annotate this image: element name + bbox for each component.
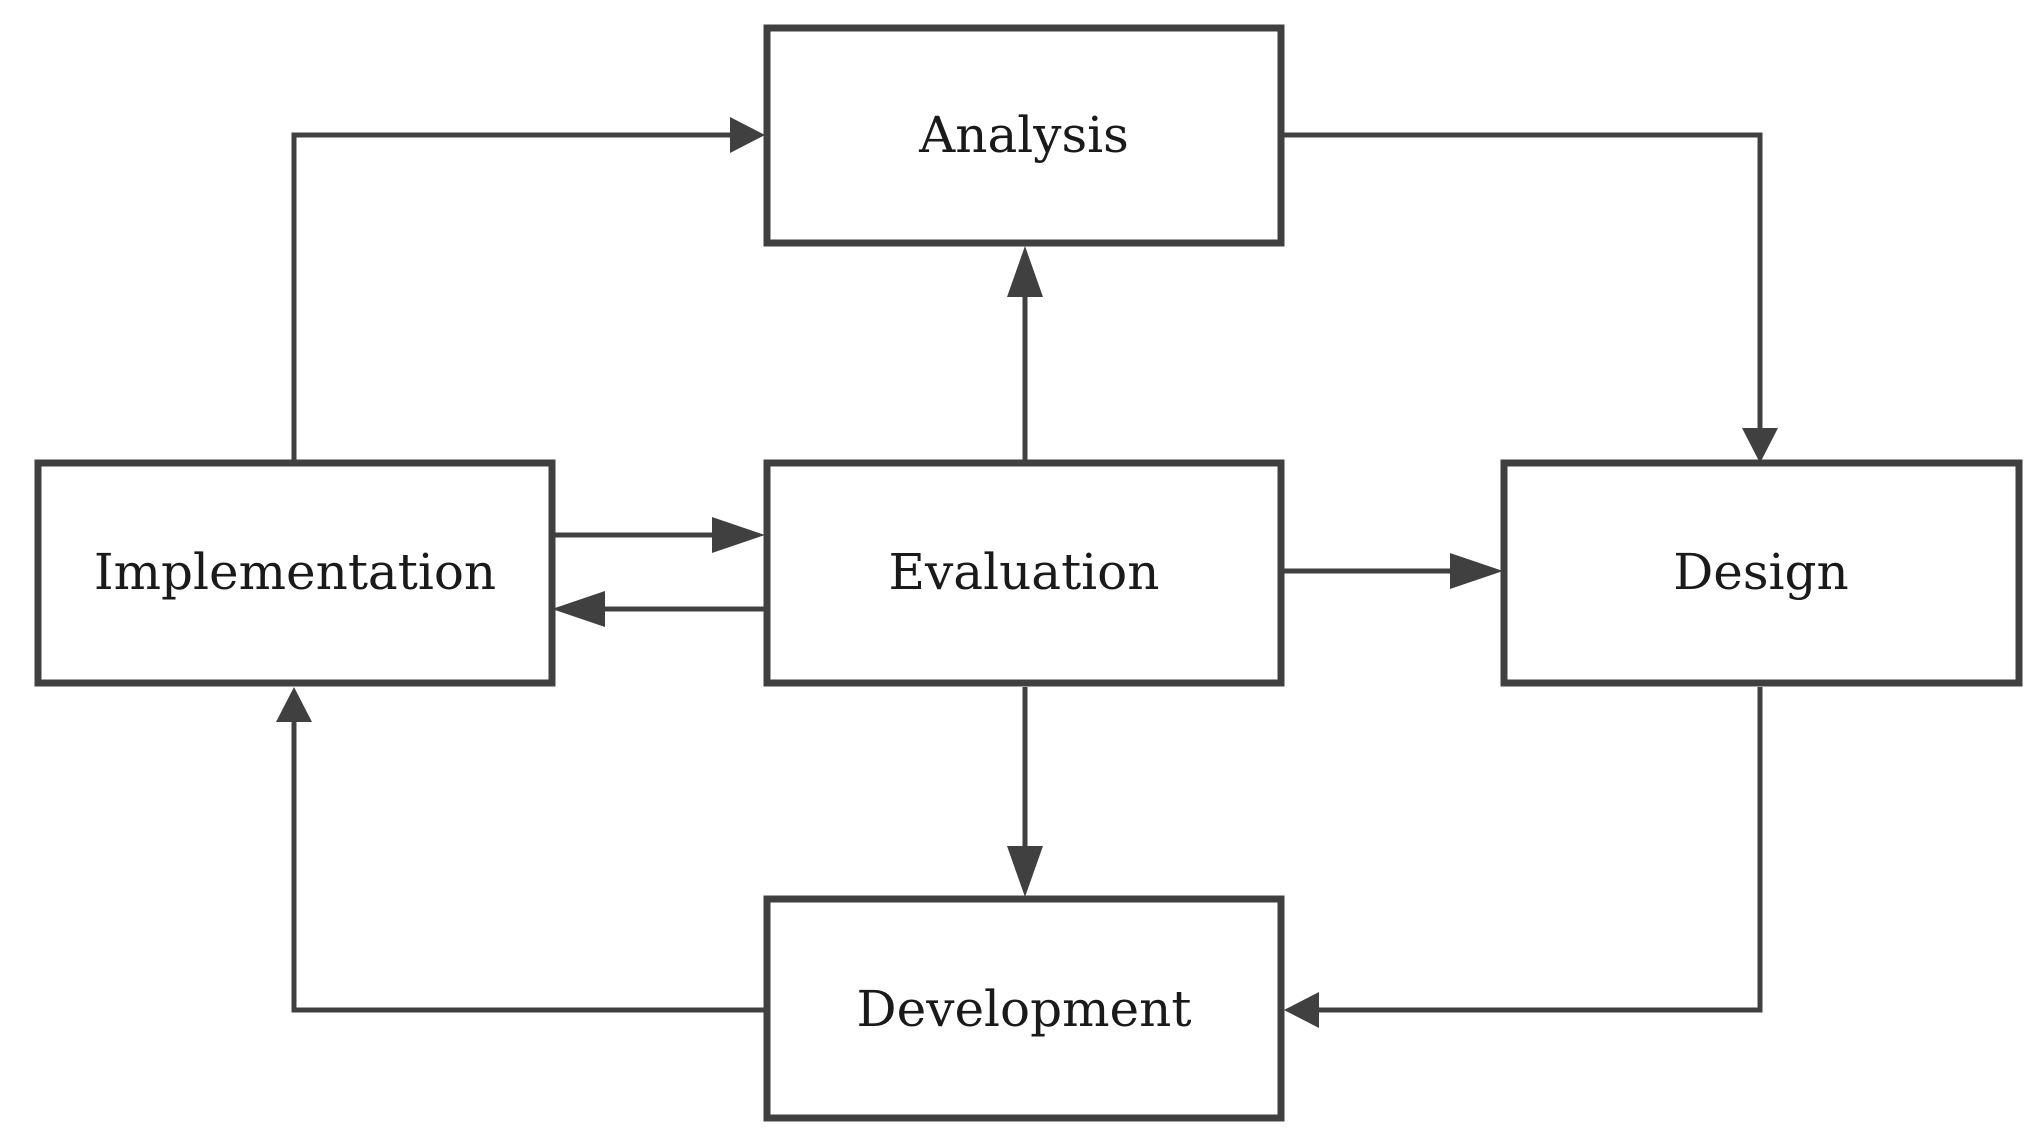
implementation-box: [34, 459, 556, 687]
edge-development-to-implementation: [276, 687, 765, 1013]
edge-evaluation-to-development: [1007, 687, 1043, 897]
analysis-box: [763, 24, 1285, 247]
node-development: Development: [763, 895, 1285, 1122]
edge-implementation-to-analysis: [291, 117, 765, 460]
arrowhead: [1007, 846, 1043, 897]
evaluation-box: [763, 459, 1285, 687]
edge-analysis-to-design: [1281, 132, 1778, 463]
design-box: [1500, 459, 2023, 687]
analysis-label: Analysis: [918, 106, 1129, 164]
edge-design-to-development: [1284, 687, 1763, 1028]
arrowhead: [552, 591, 605, 627]
arrowhead: [1742, 428, 1778, 463]
edge-evaluation-to-analysis: [1007, 246, 1043, 463]
edge-evaluation-to-implementation: [552, 591, 765, 627]
edge-evaluation-to-design: [1281, 553, 1503, 589]
arrowhead: [1284, 992, 1319, 1028]
development-box: [763, 895, 1285, 1122]
arrowhead: [1450, 553, 1503, 589]
node-analysis: Analysis: [763, 24, 1285, 247]
arrowhead: [1007, 246, 1043, 297]
evaluation-label: Evaluation: [889, 543, 1160, 601]
implementation-label: Implementation: [94, 543, 496, 601]
arrowhead: [730, 117, 765, 153]
edges: [276, 117, 1778, 1028]
node-implementation: Implementation: [34, 459, 556, 687]
development-label: Development: [857, 980, 1192, 1038]
node-design: Design: [1500, 459, 2023, 687]
design-label: Design: [1673, 543, 1849, 601]
arrowhead: [276, 687, 312, 722]
node-evaluation: Evaluation: [763, 459, 1285, 687]
arrowhead: [712, 517, 765, 553]
edge-implementation-to-evaluation: [552, 517, 765, 553]
